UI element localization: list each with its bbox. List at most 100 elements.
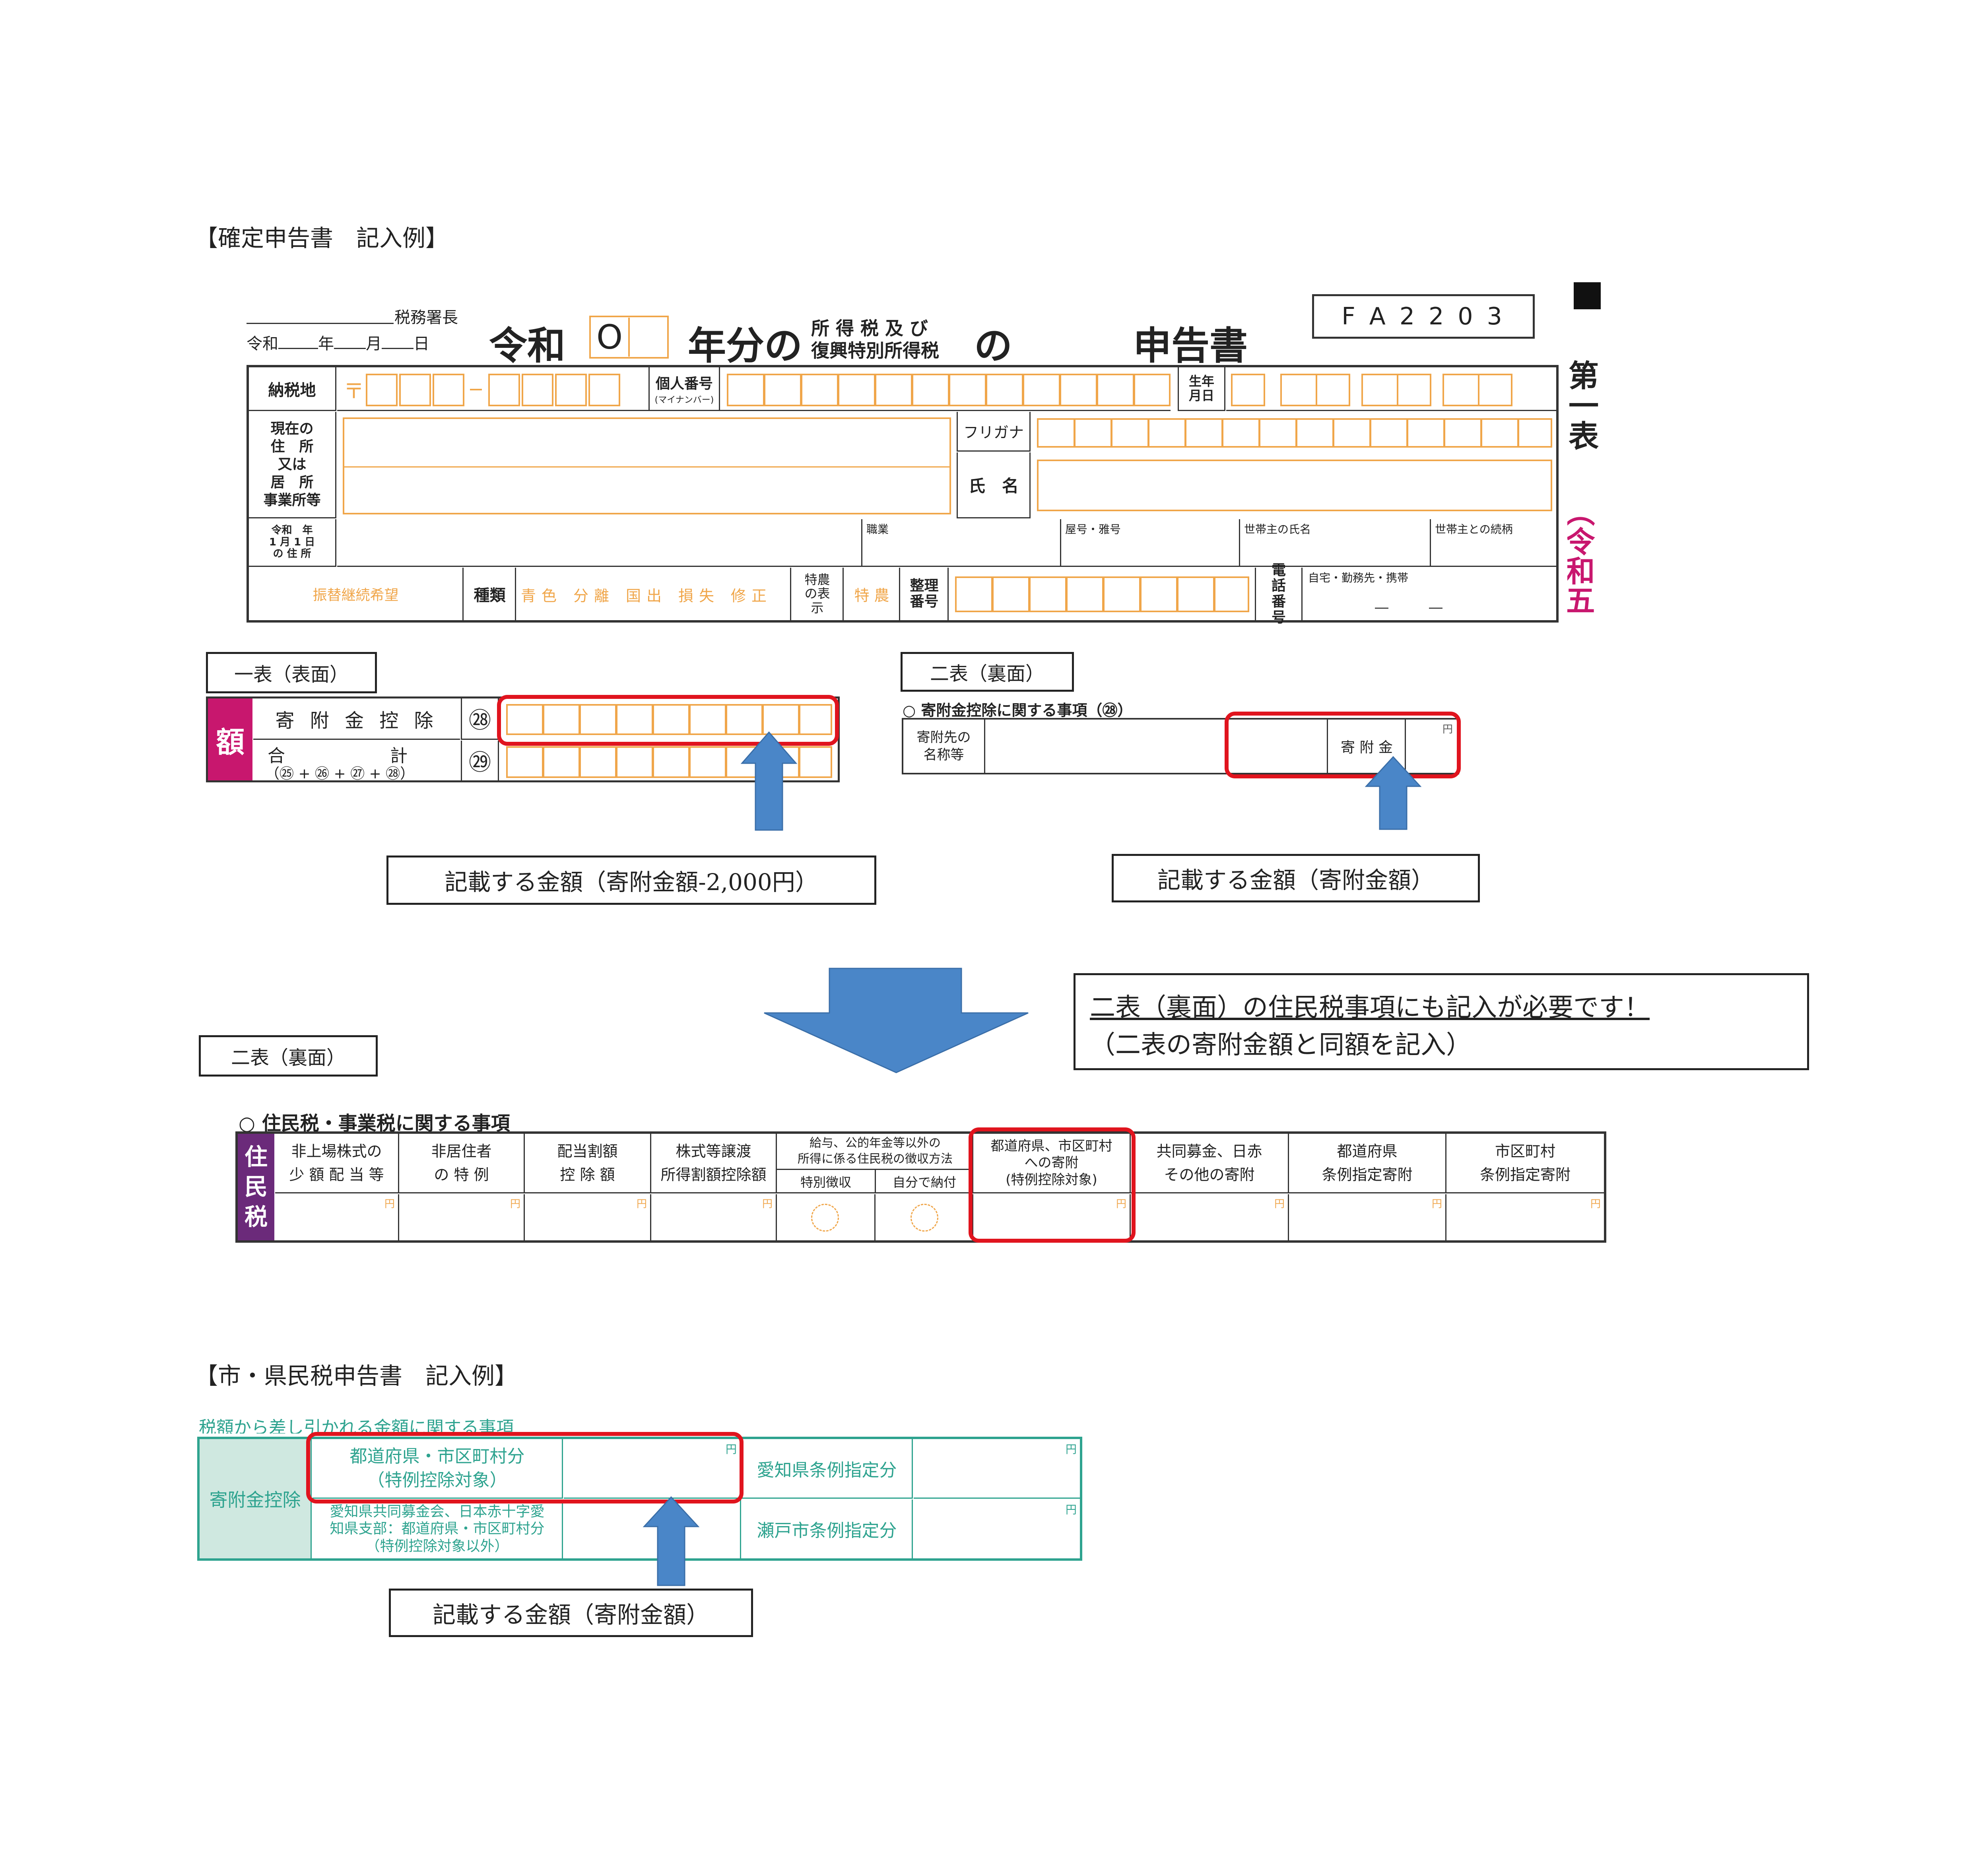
- postal-digit[interactable]: [522, 374, 553, 406]
- juminzei-side: 住民税: [238, 1134, 274, 1240]
- row28-number: ㉘: [461, 698, 499, 740]
- furigana-label: フリガナ: [957, 412, 1031, 452]
- col-subheader: 自分で納付: [892, 1175, 956, 1190]
- birthdate-input[interactable]: [1226, 367, 1556, 411]
- back-panel-label: 二表（裏面）: [901, 652, 1074, 692]
- denwa-label: 電話番号: [1255, 563, 1303, 625]
- front-panel-label: 一表（表面）: [206, 652, 377, 693]
- arrow-up-icon: [643, 1496, 700, 1586]
- highlight-donation-amount: [1225, 712, 1461, 778]
- my-number-input[interactable]: [721, 367, 1171, 411]
- juminzei-table: 住民税 非上場株式の少 額 配 当 等 非居住者の 特 例 配当割額控 除 額 …: [235, 1131, 1606, 1243]
- juminzei-input[interactable]: 円: [651, 1194, 777, 1240]
- city-seto-input[interactable]: 円: [1065, 1503, 1077, 1516]
- row28-amount-input[interactable]: [506, 704, 832, 735]
- title-shinkokusho: 申告書: [1133, 324, 1248, 368]
- donation-label: 寄 附 金: [1329, 720, 1406, 773]
- row29-number: ㉙: [461, 741, 499, 780]
- tokubetsu-choshu-option[interactable]: [777, 1194, 876, 1240]
- birth-year[interactable]: [1280, 374, 1350, 406]
- highlight-row28-amount: [497, 695, 839, 746]
- tokuno-label: 特農の表示: [792, 568, 844, 620]
- highlight-city-cell1: [306, 1432, 744, 1503]
- black-square-marker: [1574, 282, 1601, 309]
- heading-city-tax-example: 【市・県民税申告書 記入例】: [195, 1362, 518, 1389]
- dashed-circle-icon: [811, 1204, 839, 1232]
- donation-amount-input[interactable]: 円: [1407, 720, 1458, 773]
- dashed-circle-icon: [911, 1204, 938, 1232]
- city-form-header: 税額から差し引かれる金額に関する事項: [199, 1418, 514, 1434]
- prefecture-donation-input[interactable]: 円: [973, 1194, 1131, 1240]
- seinengappi-label: 生年月日: [1178, 367, 1225, 411]
- postal-digit[interactable]: [366, 374, 398, 406]
- furigana-input[interactable]: [1037, 418, 1552, 448]
- office-underline: [247, 323, 394, 324]
- name-input[interactable]: [1037, 460, 1552, 511]
- recipient-input[interactable]: [986, 720, 1328, 773]
- jibun-nofu-option[interactable]: [876, 1194, 973, 1240]
- side-subtitle: （令和五年: [1567, 497, 1595, 615]
- postal-dash: [470, 389, 482, 390]
- juminzei-section-title: ○ 住民税・事業税に関する事項: [239, 1112, 510, 1135]
- juminzei-input[interactable]: 円: [399, 1194, 525, 1240]
- era-digit[interactable]: [1231, 374, 1265, 406]
- city-row-label: 寄附金控除: [200, 1439, 312, 1558]
- phone-input[interactable]: 自宅・勤務先・携帯 ― ―: [1308, 571, 1442, 615]
- city-form-table: 寄附金控除 都道府県・市区町村分（特例控除対象） 円 愛知県条例指定分 円 愛知…: [197, 1437, 1082, 1561]
- title-reiwa: 令和: [489, 324, 565, 368]
- shimei-label: 氏 名: [957, 452, 1031, 518]
- back-section-title: ○ 寄附金控除に関する事項（㉘）: [903, 702, 1133, 719]
- juminzei-input[interactable]: 円: [275, 1194, 399, 1240]
- postal-digit[interactable]: [555, 374, 587, 406]
- birth-month[interactable]: [1361, 374, 1431, 406]
- seiri-bango-input[interactable]: [955, 576, 1249, 612]
- highlight-prefecture-donation: [969, 1127, 1136, 1243]
- col-header-prefecture-donation: 都道府県、市区町村への寄附(特例控除対象): [973, 1134, 1131, 1193]
- postal-digit[interactable]: [399, 374, 431, 406]
- side-title: 第一表: [1563, 360, 1599, 450]
- postal-code-input[interactable]: 〒: [337, 367, 878, 411]
- col-subheader: 特別徴収: [777, 1170, 876, 1193]
- postal-digit[interactable]: [433, 374, 464, 406]
- birth-day[interactable]: [1442, 374, 1512, 406]
- col-header: 都道府県条例指定寄附: [1289, 1134, 1446, 1193]
- zokugara-field[interactable]: 世帯主との続柄: [1430, 519, 1556, 567]
- tokuno-option[interactable]: 特 農: [845, 568, 900, 620]
- setainushi-field[interactable]: 世帯主の氏名: [1239, 519, 1430, 567]
- my-number-digits[interactable]: [727, 374, 1171, 406]
- city-aichi-input[interactable]: 円: [914, 1439, 1080, 1499]
- title-tax-top: 所 得 税 及 び: [811, 318, 928, 339]
- form-body: 納税地 〒 個人番号 (マイナンバー) 生年月日 現在の住 所又は居 所事業所等…: [247, 365, 1559, 625]
- notice-line1: 二表（裏面）の住民税事項にも記入が必要です！: [1090, 993, 1650, 1022]
- col-header: 株式等譲渡所得割額控除額: [651, 1134, 777, 1193]
- city-cell2-label: 愛知県共同募金会、日本赤十字愛知県支部：都道府県・市区町村分（特例控除対象以外）: [313, 1500, 563, 1558]
- date-month: 月: [366, 335, 382, 353]
- juminzei-input[interactable]: 円: [1590, 1198, 1601, 1210]
- heading-tax-return-example: 【確定申告書 記入例】: [195, 225, 449, 252]
- city-cell2-input[interactable]: [564, 1500, 741, 1558]
- postal-digit[interactable]: [488, 374, 520, 406]
- title-no: の: [974, 324, 1012, 368]
- yen-unit: 円: [1442, 724, 1453, 735]
- date-year: 年: [318, 335, 334, 353]
- juminzei-input[interactable]: 円: [1289, 1194, 1446, 1240]
- furikae-label[interactable]: 振替継続希望: [249, 568, 464, 620]
- jan1-address-input[interactable]: [337, 519, 953, 567]
- shurui-options[interactable]: 青色 分離 国出 損失 修正: [517, 568, 791, 620]
- col-header: 配当割額控 除 額: [525, 1134, 651, 1193]
- callout-city: 記載する金額（寄附金額）: [389, 1589, 753, 1637]
- city-seto-label: 瀬戸市条例指定分: [742, 1500, 913, 1558]
- postal-digit[interactable]: [588, 374, 620, 406]
- col-header: 市区町村条例指定寄附: [1446, 1134, 1604, 1193]
- juminzei-input[interactable]: 円: [1131, 1194, 1289, 1240]
- col-header: 共同募金、日赤その他の寄附: [1131, 1134, 1289, 1193]
- address-input[interactable]: [343, 417, 951, 514]
- juminzei-input[interactable]: 円: [525, 1194, 651, 1240]
- shokugyo-field[interactable]: 職業: [861, 519, 1060, 567]
- date-day: 日: [414, 335, 429, 353]
- row28-label: 寄 附 金 控 除: [253, 698, 460, 740]
- year-input[interactable]: O: [589, 316, 669, 359]
- yago-field[interactable]: 屋号・雅号: [1060, 519, 1239, 567]
- arrow-down-icon: [764, 968, 1029, 1073]
